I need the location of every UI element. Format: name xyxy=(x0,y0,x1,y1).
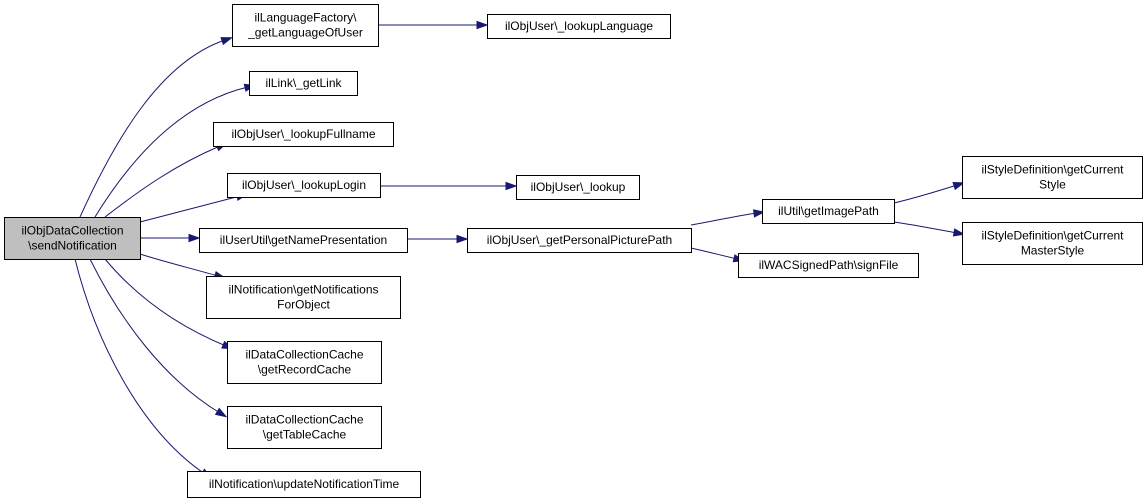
node-box xyxy=(227,406,382,449)
node-box xyxy=(227,173,381,198)
node-label: ilObjUser\_lookupFullname xyxy=(231,127,375,141)
node-label: ilUserUtil\getNamePresentation xyxy=(220,233,387,247)
edge-getImagePath-to-getCurrentMasterStyle xyxy=(893,221,966,237)
edge-getPersonalPicturePath-to-getImagePath xyxy=(690,209,766,226)
arrowhead xyxy=(952,228,966,237)
node-box xyxy=(487,14,671,39)
node-box xyxy=(738,253,919,278)
node-getLanguageOfUser[interactable]: ilLanguageFactory\_getLanguageOfUser xyxy=(232,4,379,47)
edge-line xyxy=(893,221,958,234)
node-getLink[interactable]: ilLink\_getLink xyxy=(249,71,358,96)
edge-line xyxy=(79,39,226,218)
edge-line xyxy=(690,247,738,260)
edge-line xyxy=(104,258,227,347)
node-box xyxy=(4,217,141,260)
node-label: MasterStyle xyxy=(1021,244,1085,258)
edge-line xyxy=(139,195,241,223)
node-box xyxy=(206,276,401,319)
node-box xyxy=(227,341,382,384)
node-getRecordCache[interactable]: ilDataCollectionCache\getRecordCache xyxy=(227,341,382,384)
node-box xyxy=(213,122,394,147)
node-label: ilDataCollectionCache xyxy=(245,413,363,427)
node-box xyxy=(762,199,895,224)
node-label: ilNotification\updateNotificationTime xyxy=(209,477,400,491)
node-label: ilObjUser\_getPersonalPicturePath xyxy=(487,233,672,247)
node-box xyxy=(249,71,358,96)
node-label: ilObjUser\_lookupLanguage xyxy=(505,19,653,33)
node-getNamePresentation[interactable]: ilUserUtil\getNamePresentation xyxy=(199,228,408,253)
arrowhead xyxy=(476,20,489,30)
edge-line xyxy=(74,258,206,475)
node-label: ilStyleDefinition\getCurrent xyxy=(981,163,1124,177)
arrowhead xyxy=(188,233,201,243)
nodes-layer: ilObjDataCollection\sendNotification ilLa… xyxy=(4,4,1143,498)
node-label: ilObjUser\_lookupLogin xyxy=(242,178,366,192)
arrowhead xyxy=(752,209,766,218)
edge-root-to-getNamePresentation xyxy=(140,233,201,243)
node-label: ilLink\_getLink xyxy=(265,76,342,90)
edge-line xyxy=(89,258,221,414)
edge-line xyxy=(893,184,958,204)
node-lookupLanguage[interactable]: ilObjUser\_lookupLanguage xyxy=(487,14,671,39)
node-box xyxy=(199,228,408,253)
node-label: \sendNotification xyxy=(28,239,117,253)
node-getTableCache[interactable]: ilDataCollectionCache\getTableCache xyxy=(227,406,382,449)
node-lookupLogin[interactable]: ilObjUser\_lookupLogin xyxy=(227,173,381,198)
node-box xyxy=(187,471,421,498)
node-label: ilUtil\getImagePath xyxy=(778,204,879,218)
edge-root-to-lookupFullname xyxy=(104,142,228,218)
edge-line xyxy=(690,212,758,226)
edge-root-to-updateNotificationTime xyxy=(74,258,213,479)
node-lookup[interactable]: ilObjUser\_lookup xyxy=(516,175,640,200)
edge-getLanguageOfUser-to-lookupLanguage xyxy=(378,20,489,30)
node-label: ilStyleDefinition\getCurrent xyxy=(981,229,1124,243)
edge-line xyxy=(94,86,249,218)
node-signFile[interactable]: ilWACSignedPath\signFile xyxy=(738,253,919,278)
node-label: ilDataCollectionCache xyxy=(245,348,363,362)
node-label: _getLanguageOfUser xyxy=(247,26,363,40)
node-label: ilNotification\getNotifications xyxy=(228,283,378,297)
edge-root-to-getNotificationsForObject xyxy=(139,253,227,280)
node-root[interactable]: ilObjDataCollection\sendNotification xyxy=(4,217,141,260)
node-label: ilObjDataCollection xyxy=(21,224,123,238)
arrowhead xyxy=(505,181,518,191)
node-getImagePath[interactable]: ilUtil\getImagePath xyxy=(762,199,895,224)
node-label: ForObject xyxy=(277,298,330,312)
arrowhead xyxy=(214,407,228,418)
node-box xyxy=(962,156,1143,199)
node-label: \getRecordCache xyxy=(258,363,352,377)
node-label: ilObjUser\_lookup xyxy=(531,180,626,194)
node-updateNotificationTime[interactable]: ilNotification\updateNotificationTime xyxy=(187,471,421,498)
edge-getNamePresentation-to-getPersonalPicturePath xyxy=(407,234,469,244)
arrowhead xyxy=(220,37,234,46)
edge-lookupLogin-to-lookup xyxy=(380,181,518,191)
node-label: ilLanguageFactory\ xyxy=(254,11,357,25)
node-getPersonalPicturePath[interactable]: ilObjUser\_getPersonalPicturePath xyxy=(467,228,692,253)
edge-getImagePath-to-getCurrentStyle xyxy=(893,182,966,204)
node-box xyxy=(962,222,1143,265)
arrowhead xyxy=(952,182,966,191)
node-box xyxy=(232,4,379,47)
edge-line xyxy=(104,145,221,218)
node-lookupFullname[interactable]: ilObjUser\_lookupFullname xyxy=(213,122,394,147)
node-box xyxy=(516,175,640,200)
node-label: \getTableCache xyxy=(263,428,347,442)
edge-root-to-getLanguageOfUser xyxy=(79,37,234,218)
edge-getPersonalPicturePath-to-signFile xyxy=(690,247,746,263)
edge-root-to-getTableCache xyxy=(89,258,228,418)
edge-line xyxy=(139,253,219,277)
node-box xyxy=(467,228,692,253)
node-label: ilWACSignedPath\signFile xyxy=(759,258,899,272)
node-label: Style xyxy=(1039,178,1066,192)
arrowhead xyxy=(456,234,469,244)
